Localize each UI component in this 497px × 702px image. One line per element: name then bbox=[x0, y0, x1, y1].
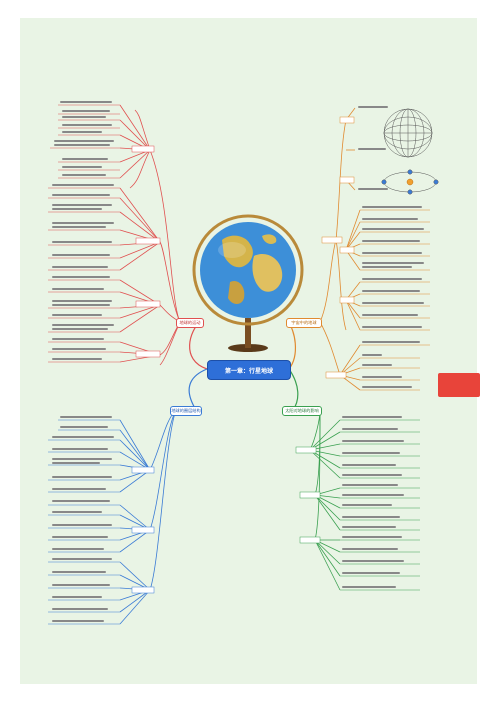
red-mid-labels bbox=[131, 145, 161, 358]
orbit-diagram bbox=[381, 169, 439, 195]
orange-mid-labels bbox=[321, 116, 355, 379]
branch-left-bottom: 地球的圈层结构 bbox=[170, 406, 202, 416]
central-topic: 第一章：行星地球 bbox=[207, 360, 291, 380]
branch-right-bottom: 太阳对地球的影响 bbox=[282, 406, 322, 416]
branch-left-top-label: 地球的运动 bbox=[179, 320, 201, 325]
blue-branch-leaves bbox=[48, 419, 120, 625]
orange-branch-leaves bbox=[360, 209, 430, 391]
orange-top-text bbox=[358, 106, 388, 190]
red-branch-leaves bbox=[48, 104, 120, 363]
green-mid-labels bbox=[295, 446, 321, 544]
note-box bbox=[438, 373, 480, 397]
branch-left-top: 地球的运动 bbox=[176, 318, 204, 328]
connector-left-bottom bbox=[188, 368, 208, 411]
green-branch-lines bbox=[309, 409, 341, 591]
branch-right-top: 宇宙中的地球 bbox=[286, 318, 322, 328]
orange-branch-text-placeholders bbox=[362, 206, 424, 388]
green-branch-leaves bbox=[340, 419, 420, 591]
desk-globe-image bbox=[192, 214, 304, 352]
central-topic-title: 第一章：行星地球 bbox=[224, 367, 273, 375]
green-branch-text-placeholders bbox=[342, 416, 404, 588]
blue-mid-labels bbox=[131, 466, 155, 594]
connector-left-top bbox=[189, 321, 208, 370]
wireframe-globe-icon bbox=[383, 108, 433, 158]
blue-branch-text-placeholders bbox=[52, 416, 114, 622]
branch-right-bottom-label: 太阳对地球的影响 bbox=[285, 408, 319, 413]
red-branch-text-placeholders bbox=[52, 101, 114, 360]
red-branch-lines bbox=[119, 104, 181, 366]
branch-left-bottom-label: 地球的圈层结构 bbox=[171, 408, 201, 413]
branch-right-top-label: 宇宙中的地球 bbox=[291, 320, 317, 325]
